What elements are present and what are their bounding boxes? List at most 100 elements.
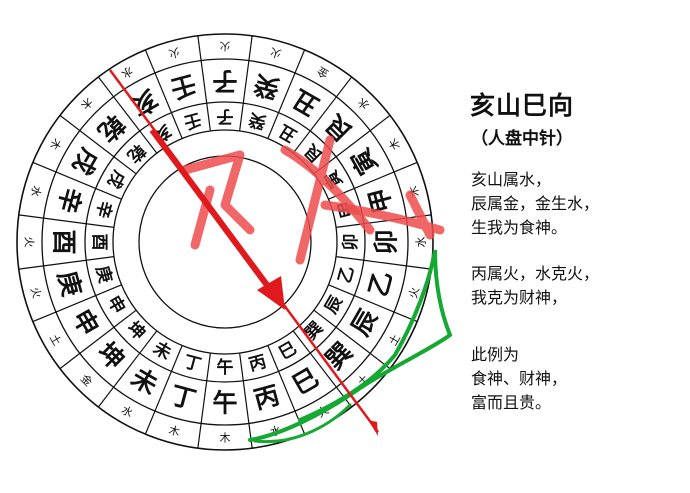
annotation-overlay — [108, 69, 453, 444]
mountain-label-inner: 酉 — [89, 234, 109, 251]
mountain-label-outer: 乾 — [92, 109, 130, 147]
watermark-stroke-3 — [320, 190, 445, 240]
red-arrowhead-end — [368, 420, 378, 436]
green-curve-2 — [253, 403, 352, 444]
mountain-label-inner: 丑 — [276, 120, 301, 146]
sector-divider — [206, 352, 211, 381]
sector-divider — [197, 423, 202, 449]
sector-divider — [32, 311, 57, 323]
note-line: 亥山属水， — [471, 170, 552, 189]
sector-divider — [242, 60, 250, 104]
sector-divider — [43, 259, 87, 267]
ring-circle — [138, 155, 312, 329]
sector-divider — [292, 130, 311, 154]
sector-divider — [55, 295, 96, 313]
sector-divider — [248, 423, 253, 449]
sector-divider — [59, 352, 81, 370]
element-label: 火 — [269, 45, 283, 60]
mountain-label-inner: 辰 — [321, 292, 347, 318]
element-label: 火 — [23, 237, 36, 248]
element-label: 水 — [119, 64, 135, 81]
element-label: 木 — [220, 432, 231, 445]
sector-divider — [144, 410, 156, 435]
element-label: 金 — [314, 64, 331, 82]
mountain-label-outer: 坤 — [92, 337, 130, 375]
element-label: 水 — [119, 403, 135, 420]
green-curve — [248, 249, 453, 442]
compass-diagram: 火火金水木木水火土土火水木木水金土火火水木木水火子癸丑艮寅甲卯乙辰巽巳丙午丁未坤… — [16, 33, 453, 451]
sector-divider — [278, 72, 296, 113]
note-line: 我克为财神， — [471, 288, 568, 307]
sector-divider — [144, 49, 156, 74]
sector-divider — [354, 295, 395, 313]
note-line: 此例为 — [471, 345, 520, 364]
mountain-label-outer: 辰 — [346, 304, 384, 340]
sector-divider — [335, 326, 371, 354]
sector-divider — [242, 380, 250, 424]
element-label: 水 — [28, 184, 43, 198]
note-paragraph-1: 亥山属水， 辰属金，金生水， 生我为食神。 — [471, 168, 599, 240]
mountain-label-inner: 癸 — [246, 108, 270, 133]
sector-divider — [170, 112, 183, 139]
mountain-label-inner: 卯 — [341, 234, 361, 251]
mountain-label-outer: 巳 — [287, 363, 323, 401]
sector-divider — [79, 326, 115, 354]
sector-divider — [267, 112, 280, 139]
sector-divider — [200, 60, 208, 104]
mountain-label-inner: 戌 — [103, 167, 130, 192]
element-label: 木 — [47, 136, 64, 152]
sector-divider — [139, 330, 158, 354]
sector-divider — [197, 35, 202, 61]
mountain-label-inner: 壬 — [182, 108, 204, 132]
note-line: 富而且贵。 — [471, 393, 552, 412]
sector-divider — [97, 76, 115, 98]
sector-divider — [55, 171, 96, 189]
mountain-label-outer: 寅 — [346, 143, 384, 179]
element-label: 火 — [407, 286, 422, 300]
sector-divider — [59, 114, 81, 132]
sector-divider — [239, 352, 244, 381]
note-paragraph-2: 丙属火，水克火， 我克为财神， — [471, 262, 599, 310]
sector-divider — [309, 352, 337, 388]
sector-divider — [86, 256, 115, 261]
sector-divider — [97, 386, 115, 408]
mountain-label-inner: 未 — [149, 337, 175, 364]
sector-divider — [369, 114, 391, 132]
sector-divider — [354, 171, 395, 189]
sector-divider — [113, 156, 137, 175]
sector-divider — [363, 259, 407, 267]
red-arrow-shaft — [149, 128, 275, 294]
sector-divider — [154, 72, 172, 113]
sector-divider — [32, 161, 57, 173]
red-arrowhead-main — [257, 276, 285, 310]
mountain-label-outer: 癸 — [250, 69, 284, 104]
sector-divider — [95, 187, 122, 200]
mountain-label-outer: 子 — [212, 67, 237, 96]
sector-divider — [335, 223, 364, 228]
note-line: 生我为食神。 — [471, 218, 568, 237]
sector-divider — [335, 256, 364, 261]
mountain-label-outer: 艮 — [319, 108, 358, 147]
sector-divider — [86, 223, 115, 228]
page-subtitle: （人盘中针） — [471, 129, 573, 149]
mountain-label-outer: 丁 — [167, 380, 199, 414]
sector-divider — [294, 49, 306, 74]
element-label: 木 — [386, 136, 403, 152]
element-label: 木 — [78, 95, 95, 112]
mountain-label-outer: 卯 — [372, 229, 401, 254]
sector-divider — [113, 309, 137, 328]
element-label: 金 — [78, 371, 96, 389]
mountain-label-outer: 午 — [212, 389, 237, 418]
sector-divider — [313, 309, 337, 328]
mountain-label-outer: 酉 — [50, 229, 79, 254]
element-label: 火 — [167, 45, 181, 60]
sector-divider — [113, 352, 141, 388]
mountain-label-outer: 壬 — [167, 69, 199, 103]
ring-circle — [41, 58, 409, 426]
mountain-label-inner: 巽 — [301, 318, 327, 344]
sector-divider — [43, 217, 87, 225]
mountain-label-inner: 子 — [217, 106, 234, 126]
mountain-label-inner: 申 — [103, 292, 130, 317]
mountain-label-outer: 庚 — [52, 268, 86, 300]
sector-divider — [206, 103, 211, 132]
